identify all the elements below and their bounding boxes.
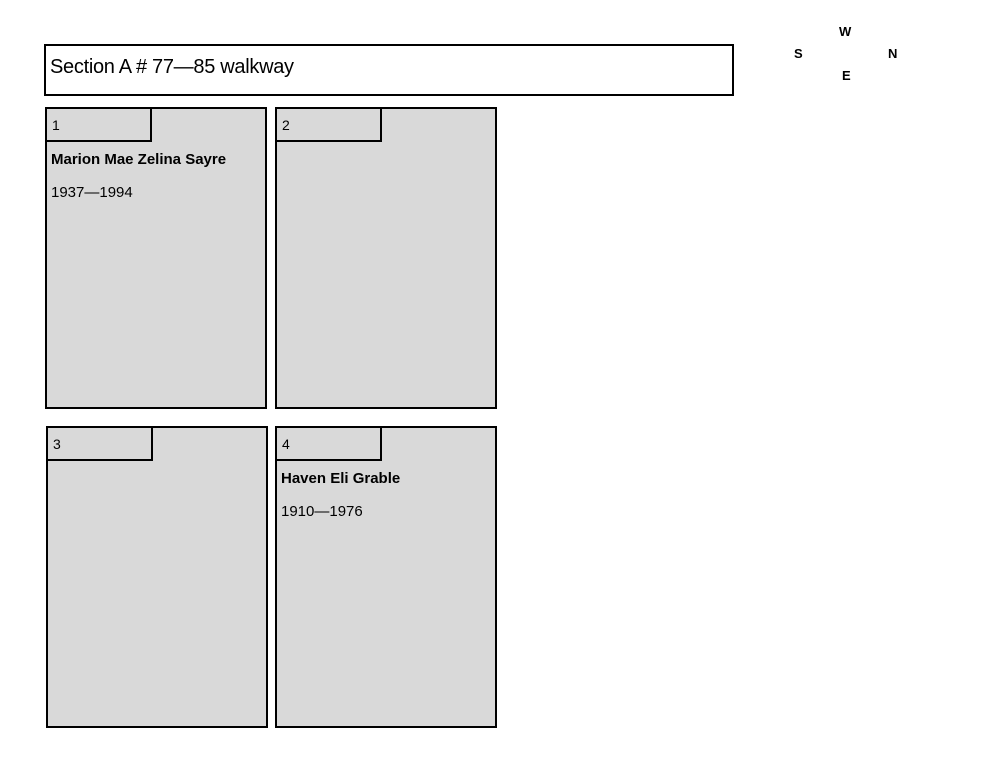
plot-number-tab: 2 [277, 109, 382, 142]
compass-west: W [839, 24, 852, 39]
plot-number-tab: 4 [277, 428, 382, 461]
plot-number: 3 [53, 436, 61, 452]
plot-number: 4 [282, 436, 290, 452]
compass-south: S [794, 46, 803, 61]
plot-number-tab: 1 [47, 109, 152, 142]
section-title: Section A # 77—85 walkway [50, 56, 294, 78]
plot-occupant-dates: 1937—1994 [51, 184, 133, 201]
plot-number: 2 [282, 117, 290, 133]
plot-4[interactable]: 4 Haven Eli Grable 1910—1976 [275, 426, 497, 728]
plot-1[interactable]: 1 Marion Mae Zelina Sayre 1937—1994 [45, 107, 267, 409]
section-header: Section A # 77—85 walkway [44, 44, 734, 96]
plot-2[interactable]: 2 [275, 107, 497, 409]
compass-north: N [888, 46, 898, 61]
plot-3[interactable]: 3 [46, 426, 268, 728]
plot-occupant-dates: 1910—1976 [281, 503, 363, 520]
compass-east: E [842, 68, 851, 83]
plot-number-tab: 3 [48, 428, 153, 461]
plot-occupant-name: Marion Mae Zelina Sayre [51, 151, 227, 168]
plot-occupant-name: Haven Eli Grable [281, 470, 401, 487]
plot-number: 1 [52, 117, 60, 133]
